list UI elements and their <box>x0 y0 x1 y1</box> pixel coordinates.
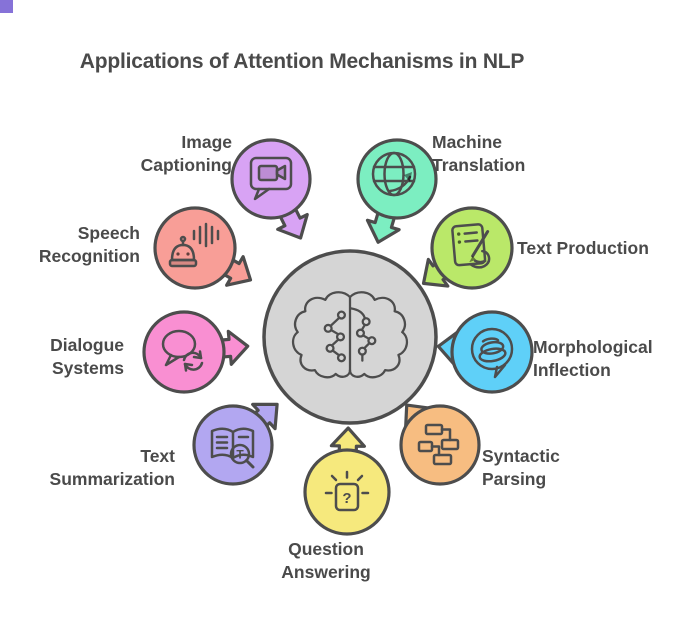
circle-morphological-inflection <box>450 310 534 394</box>
circle-syntactic-parsing <box>399 404 481 486</box>
label-dialogue-systems: Dialogue Systems <box>50 335 124 378</box>
label-text-production: Text Production <box>517 238 649 258</box>
question-idea-icon: ? <box>324 470 370 512</box>
label-text-summarization: Text Summarization <box>49 446 175 489</box>
label-speech-recognition: Speech Recognition <box>38 223 140 266</box>
chat-cycle-icon <box>161 329 204 372</box>
circle-text-production <box>430 206 514 290</box>
video-message-icon <box>249 156 293 201</box>
node-text-production <box>421 206 514 290</box>
label-syntactic-parsing: Syntactic Parsing <box>482 446 560 489</box>
layered-speech-icon <box>470 327 514 379</box>
node-text-summarization: T <box>192 402 279 486</box>
node-question-answering: ? <box>303 426 391 536</box>
center-node <box>262 249 438 425</box>
circle-question-answering <box>303 448 391 536</box>
question-mark-glyph: ? <box>342 490 351 507</box>
label-question-answering: Question Answering <box>281 539 371 582</box>
label-morphological-inflection: Morphological Inflection <box>533 337 653 380</box>
circle-machine-translation <box>356 138 438 220</box>
circle-speech-recognition <box>153 206 237 290</box>
label-image-captioning: Image Captioning <box>140 132 232 175</box>
node-image-captioning <box>230 138 312 240</box>
diagram-title: Applications of Attention Mechanisms in … <box>79 50 525 73</box>
globe-translate-icon <box>371 151 417 197</box>
document-writing-icon <box>451 223 491 269</box>
node-syntactic-parsing <box>399 403 481 486</box>
node-speech-recognition <box>153 206 253 290</box>
magnifier-letter: T <box>236 448 244 462</box>
node-dialogue-systems <box>142 310 250 394</box>
node-machine-translation <box>356 138 438 244</box>
parse-tree-icon <box>417 423 460 466</box>
robot-voice-icon <box>168 222 220 268</box>
brain-circuit-icon <box>291 291 409 379</box>
corner-accent <box>0 0 13 13</box>
book-magnifier-icon: T <box>210 427 255 469</box>
circle-dialogue-systems <box>142 310 226 394</box>
node-morphological-inflection <box>436 310 534 394</box>
label-machine-translation: Machine Translation <box>432 132 526 175</box>
